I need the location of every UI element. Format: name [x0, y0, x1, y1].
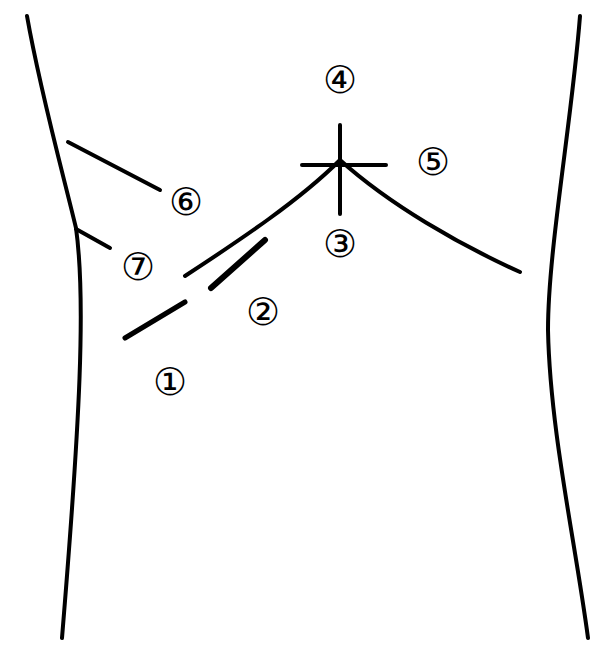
- callout-number: ③: [323, 225, 357, 263]
- callout-number: ②: [246, 293, 280, 331]
- body-outline-right: [548, 16, 588, 638]
- callout-number: ⑥: [169, 183, 203, 221]
- transverse-incision: [302, 163, 386, 167]
- costal-margin: [185, 160, 520, 276]
- leader-line: [76, 229, 110, 248]
- subcostal-incision: [211, 240, 265, 288]
- callout-number: ⑦: [121, 248, 155, 286]
- midline-incision: [338, 125, 342, 214]
- callout-number: ⑤: [416, 143, 450, 181]
- callout-number: ④: [323, 61, 357, 99]
- leader-line: [68, 142, 160, 190]
- oblique-incision: [125, 302, 185, 338]
- callout-number: ①: [153, 363, 187, 401]
- body-outline-left: [27, 16, 81, 638]
